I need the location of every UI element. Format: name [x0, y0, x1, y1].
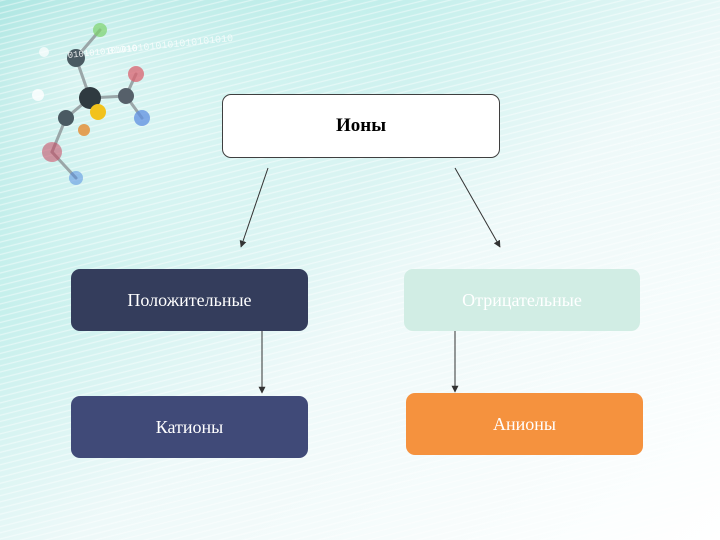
node-positive: Положительные: [71, 269, 308, 331]
node-cations: Катионы: [71, 396, 308, 458]
molecule-icon: [32, 23, 150, 185]
node-anions: Анионы: [406, 393, 643, 455]
node-negative: Отрицательные: [404, 269, 640, 331]
node-anions-label: Анионы: [493, 413, 556, 434]
node-negative-label: Отрицательные: [462, 289, 582, 310]
node-positive-label: Положительные: [127, 289, 252, 310]
root-node-ions: Ионы: [222, 94, 500, 158]
root-node-label: Ионы: [335, 115, 387, 136]
node-cations-label: Катионы: [155, 416, 224, 437]
